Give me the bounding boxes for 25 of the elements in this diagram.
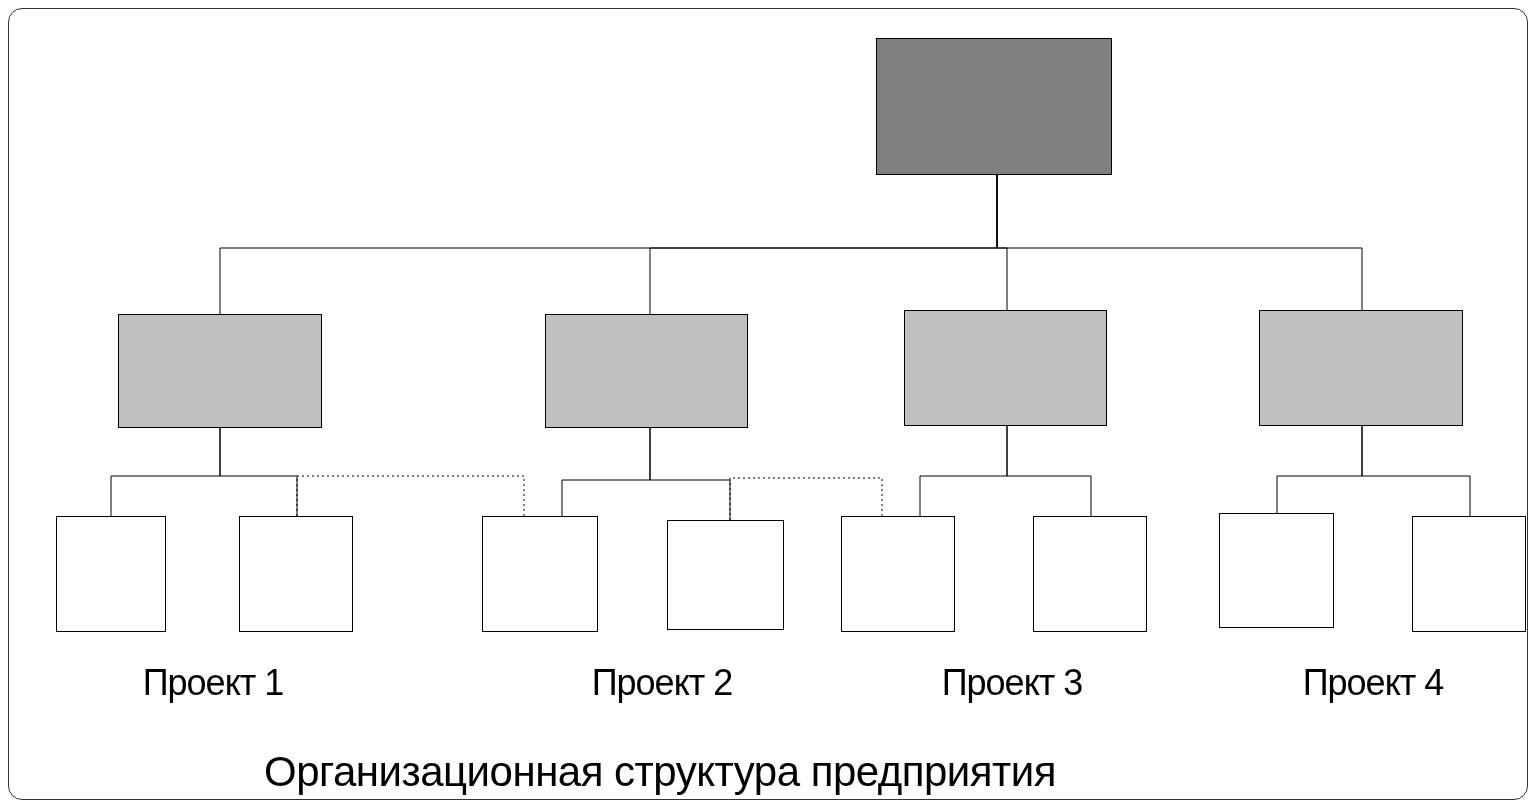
org-box xyxy=(1259,310,1463,426)
org-box xyxy=(904,310,1107,426)
org-box xyxy=(841,516,955,632)
org-box xyxy=(1033,516,1147,632)
org-box xyxy=(545,314,748,428)
org-box xyxy=(56,516,166,632)
org-box xyxy=(1412,516,1526,632)
connector-line xyxy=(219,427,298,517)
org-box xyxy=(1219,513,1334,628)
dotted-connector xyxy=(296,475,525,517)
connector-line xyxy=(649,427,731,521)
connector-line xyxy=(1006,425,1092,517)
org-box xyxy=(876,38,1112,175)
caption: Организационная структура предприятия xyxy=(264,748,1056,796)
org-box xyxy=(118,314,322,428)
project-label: Проект 1 xyxy=(142,662,284,704)
org-box xyxy=(667,520,784,630)
connector-line xyxy=(1361,425,1471,517)
project-label: Проект 4 xyxy=(1302,662,1444,704)
connector-line xyxy=(996,174,1363,311)
org-box xyxy=(482,516,598,632)
project-label: Проект 2 xyxy=(591,662,733,704)
project-label: Проект 3 xyxy=(941,662,1083,704)
org-box xyxy=(239,516,353,632)
dotted-connector xyxy=(729,477,883,521)
